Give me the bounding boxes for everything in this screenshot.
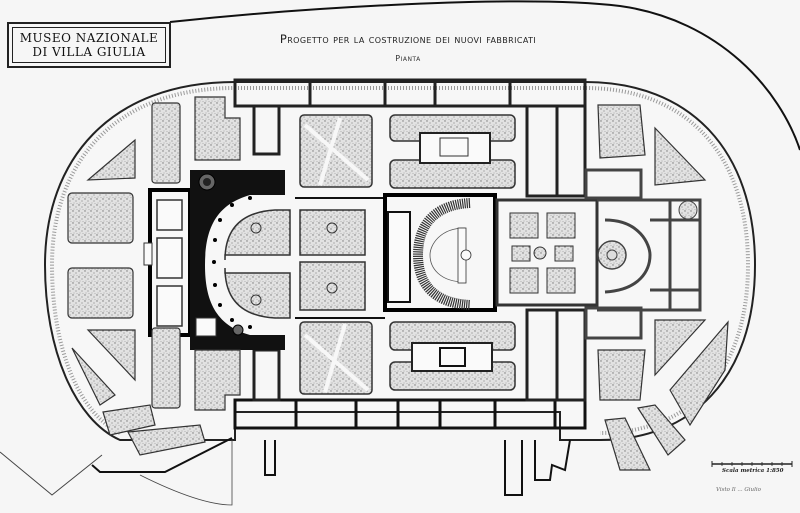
cartouche-line-1: MUSEO NAZIONALE: [19, 31, 159, 45]
plan-subtitle: Pianta: [395, 54, 421, 63]
central-gardens: [299, 114, 516, 395]
west-exedra-pavilion: [143, 170, 385, 350]
oval-perimeter-garden: [67, 96, 729, 471]
north-gallery: [233, 78, 587, 198]
east-courtyard-garden: [495, 198, 599, 307]
scale-label: Scala metrica 1:850: [722, 468, 784, 474]
south-gallery: [233, 308, 587, 496]
east-pavilion: [584, 168, 702, 340]
southwest-boundary: [0, 451, 103, 496]
cartouche-line-2: DI VILLA GIULIA: [32, 45, 146, 59]
nymphaeum-hemicycle: [383, 193, 497, 312]
museum-cartouche: MUSEO NAZIONALE DI VILLA GIULIA: [7, 22, 171, 68]
site-boundary-arc: [169, 0, 800, 151]
plan-title: Progetto per la costruzione dei nuovi fa…: [279, 32, 537, 46]
signature: Visto Il ... Giulio: [716, 487, 761, 493]
scale-bar: [711, 461, 793, 467]
